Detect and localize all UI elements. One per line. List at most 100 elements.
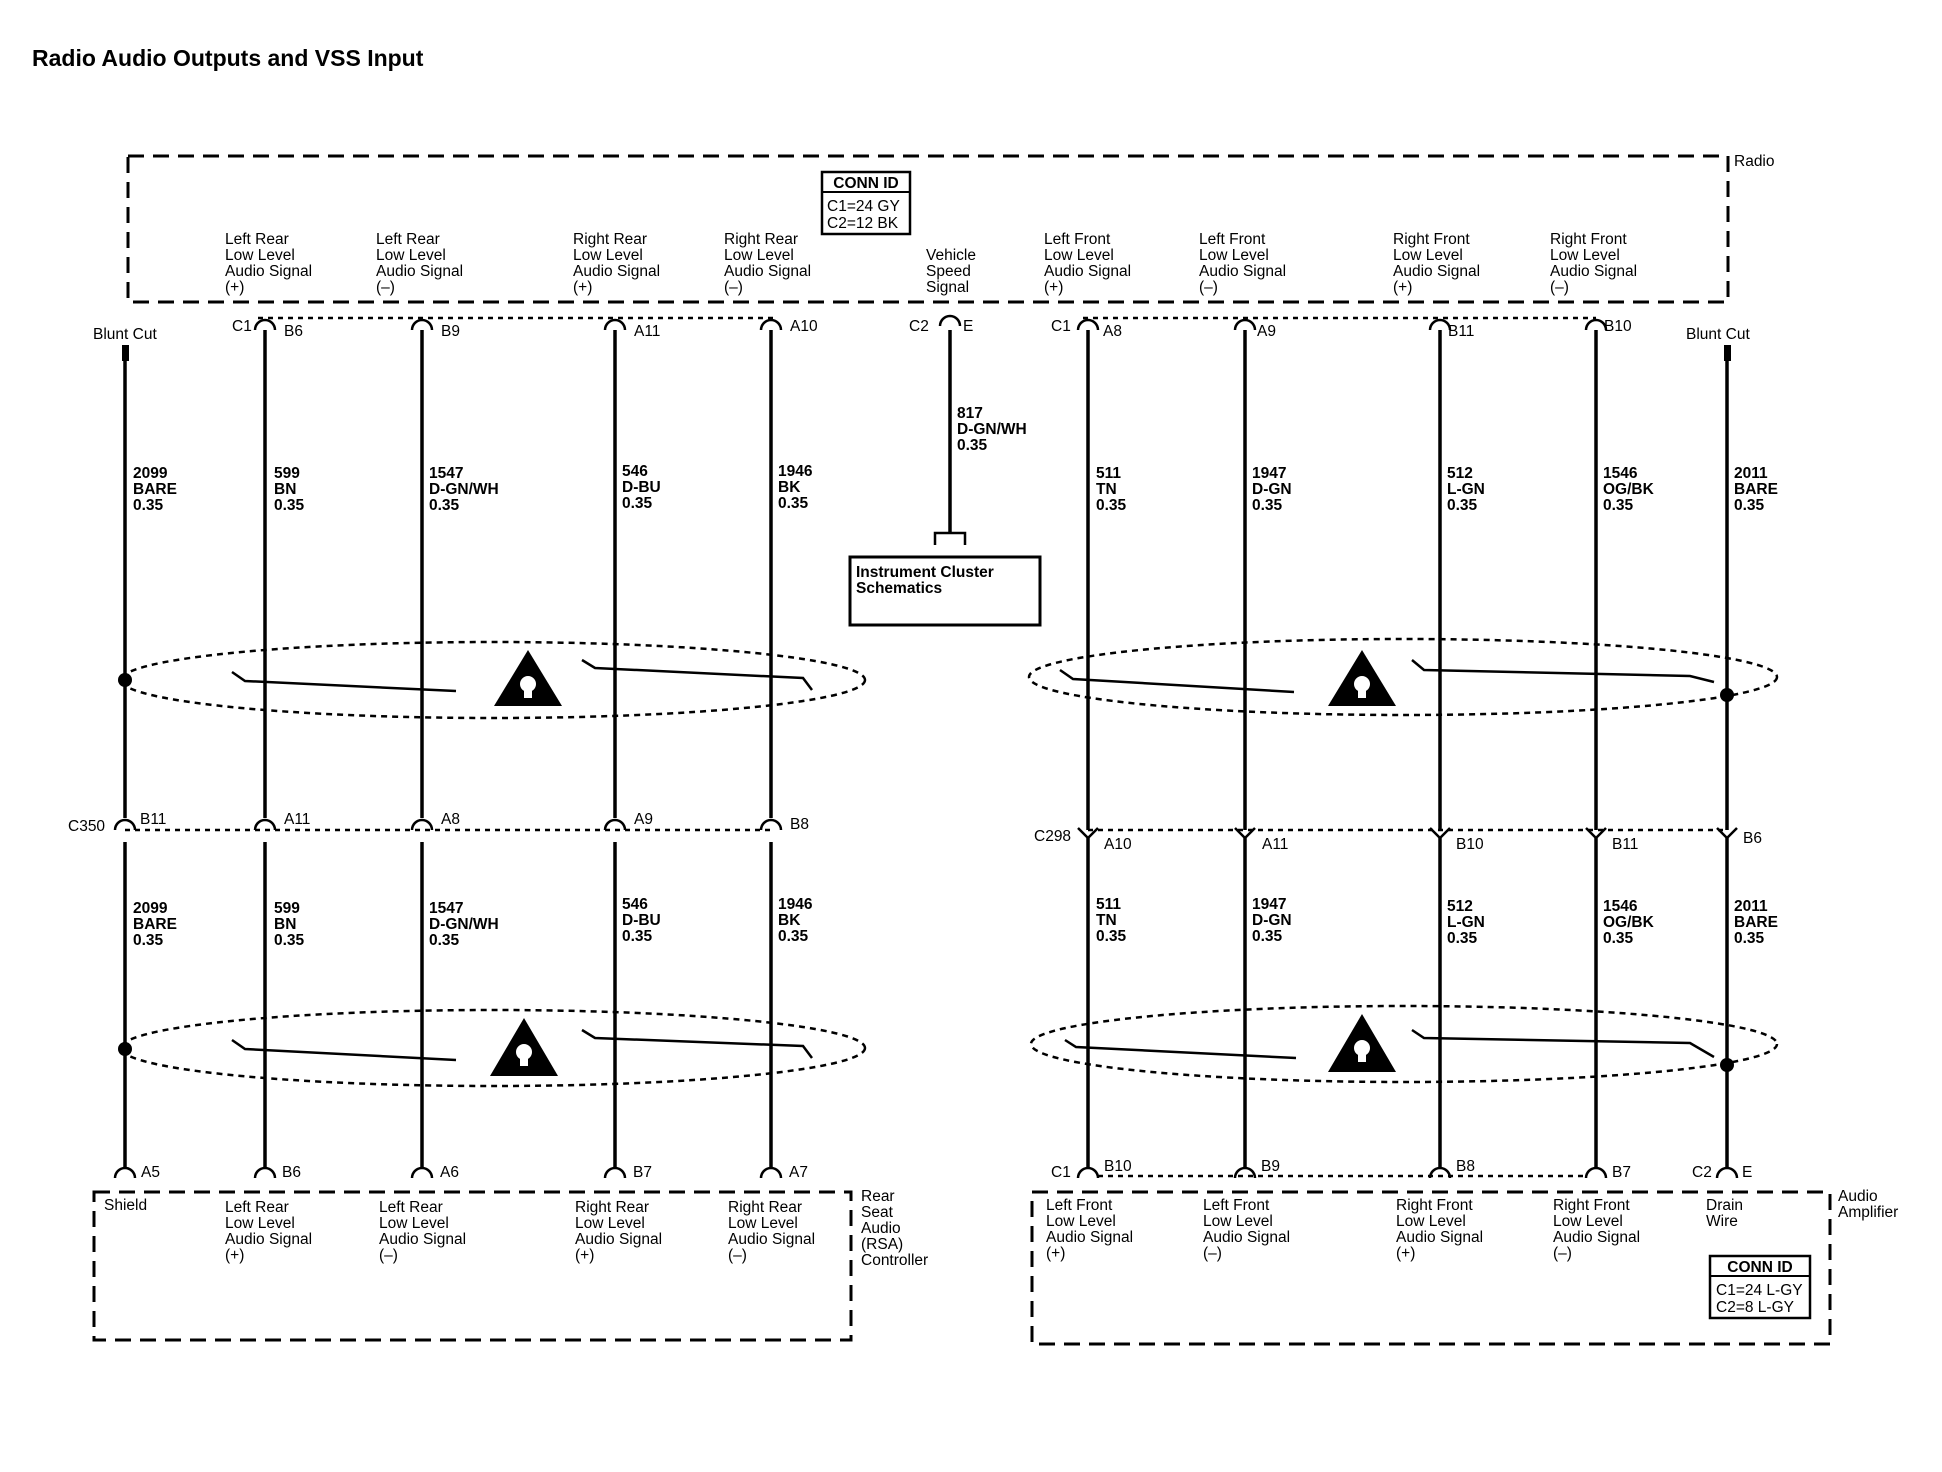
pin-label: A6 bbox=[440, 1164, 459, 1181]
wire-label-2099-upper: 2099 BARE 0.35 bbox=[133, 465, 177, 514]
svg-text:0.35: 0.35 bbox=[1603, 497, 1634, 514]
svg-text:BN: BN bbox=[274, 916, 296, 933]
svg-text:D-BU: D-BU bbox=[622, 912, 661, 929]
rsa-signal-right-rear-neg: Right Rear Low Level Audio Signal (–) bbox=[728, 1199, 815, 1264]
shield-front-upper bbox=[1027, 637, 1779, 717]
svg-text:Audio Signal: Audio Signal bbox=[724, 263, 811, 280]
svg-text:(+): (+) bbox=[225, 1247, 244, 1264]
svg-text:Left Rear: Left Rear bbox=[225, 1199, 289, 1216]
svg-text:1946: 1946 bbox=[778, 896, 813, 913]
svg-text:Left Rear: Left Rear bbox=[225, 231, 289, 248]
svg-text:511: 511 bbox=[1096, 465, 1121, 482]
rsa-controller-label: Rear Seat Audio (RSA) Controller bbox=[861, 1188, 928, 1269]
svg-text:0.35: 0.35 bbox=[133, 932, 164, 949]
amp-conn-id-line: C2=8 L-GY bbox=[1716, 1299, 1794, 1316]
rsa-signal-left-rear-neg: Left Rear Low Level Audio Signal (–) bbox=[379, 1199, 466, 1264]
svg-text:Low Level: Low Level bbox=[1203, 1213, 1273, 1230]
svg-text:Audio Signal: Audio Signal bbox=[1203, 1229, 1290, 1246]
pin-label: B6 bbox=[282, 1164, 301, 1181]
radio-signal-left-rear-pos: Left Rear Low Level Audio Signal (+) bbox=[225, 231, 312, 296]
svg-text:L-GN: L-GN bbox=[1447, 481, 1485, 498]
pin-label: A9 bbox=[1257, 323, 1276, 340]
wire-label-1547-lower: 1547 D-GN/WH 0.35 bbox=[429, 900, 499, 949]
pin-label: B10 bbox=[1104, 1158, 1132, 1175]
ref-connector-symbol bbox=[933, 531, 967, 545]
amp-connector-c2-label: C2 bbox=[1692, 1164, 1712, 1181]
svg-text:Low Level: Low Level bbox=[379, 1215, 449, 1232]
ref-box-line: Instrument Cluster bbox=[856, 564, 994, 581]
audio-amplifier-label: Audio Amplifier bbox=[1838, 1188, 1898, 1221]
svg-text:TN: TN bbox=[1096, 912, 1117, 929]
wire-label-1947-lower: 1947 D-GN 0.35 bbox=[1252, 896, 1292, 945]
wire-label-1546-upper: 1546 OG/BK 0.35 bbox=[1603, 465, 1655, 514]
blunt-cut-label: Blunt Cut bbox=[1686, 326, 1750, 343]
svg-text:(+): (+) bbox=[1393, 279, 1412, 296]
wire-label-512-upper: 512 L-GN 0.35 bbox=[1447, 465, 1485, 514]
pin-label: A9 bbox=[634, 811, 653, 828]
svg-text:0.35: 0.35 bbox=[622, 495, 653, 512]
wire-label-512-lower: 512 L-GN 0.35 bbox=[1447, 898, 1485, 947]
svg-text:0.35: 0.35 bbox=[622, 928, 653, 945]
svg-text:BK: BK bbox=[778, 912, 801, 929]
wire-label-2099-lower: 2099 BARE 0.35 bbox=[133, 900, 177, 949]
amp-signal-left-front-pos: Left Front Low Level Audio Signal (+) bbox=[1046, 1197, 1133, 1262]
svg-text:(+): (+) bbox=[575, 1247, 594, 1264]
svg-text:0.35: 0.35 bbox=[1096, 497, 1127, 514]
svg-text:Right Front: Right Front bbox=[1396, 1197, 1473, 1214]
pin-label: A11 bbox=[284, 811, 310, 828]
svg-text:0.35: 0.35 bbox=[133, 497, 164, 514]
pin-label: B9 bbox=[441, 323, 460, 340]
svg-text:Low Level: Low Level bbox=[1199, 247, 1269, 264]
svg-text:Seat: Seat bbox=[861, 1204, 894, 1221]
pin-label: B7 bbox=[633, 1164, 652, 1181]
c350-terminal-symbols bbox=[113, 818, 783, 831]
svg-text:Low Level: Low Level bbox=[1550, 247, 1620, 264]
amp-terminal-symbols bbox=[1076, 1166, 1739, 1179]
svg-text:Right Front: Right Front bbox=[1393, 231, 1470, 248]
svg-text:Low Level: Low Level bbox=[724, 247, 794, 264]
svg-text:Low Level: Low Level bbox=[225, 1215, 295, 1232]
blunt-cut-end bbox=[122, 345, 129, 361]
svg-text:0.35: 0.35 bbox=[274, 932, 305, 949]
rsa-signal-right-rear-pos: Right Rear Low Level Audio Signal (+) bbox=[575, 1199, 662, 1264]
svg-text:0.35: 0.35 bbox=[1447, 497, 1478, 514]
radio-conn-id-line: C2=12 BK bbox=[827, 215, 899, 232]
svg-text:1546: 1546 bbox=[1603, 465, 1638, 482]
svg-text:1947: 1947 bbox=[1252, 896, 1286, 913]
wire-label-546-lower: 546 D-BU 0.35 bbox=[622, 896, 661, 945]
wire-label-1546-lower: 1546 OG/BK 0.35 bbox=[1603, 898, 1655, 947]
rsa-controller-box bbox=[92, 1190, 853, 1342]
svg-text:1946: 1946 bbox=[778, 463, 813, 480]
instrument-cluster-ref-box[interactable]: Instrument Cluster Schematics bbox=[848, 555, 1042, 627]
svg-text:546: 546 bbox=[622, 896, 648, 913]
c350-label: C350 bbox=[68, 818, 105, 835]
svg-text:0.35: 0.35 bbox=[1447, 930, 1478, 947]
svg-text:OG/BK: OG/BK bbox=[1603, 481, 1655, 498]
wire-label-1947-upper: 1947 D-GN 0.35 bbox=[1252, 465, 1292, 514]
wire-label-817: 817 D-GN/WH 0.35 bbox=[957, 405, 1027, 454]
svg-text:Audio Signal: Audio Signal bbox=[575, 1231, 662, 1248]
svg-text:Right Rear: Right Rear bbox=[728, 1199, 802, 1216]
svg-text:Vehicle: Vehicle bbox=[926, 247, 976, 264]
svg-text:Low Level: Low Level bbox=[1396, 1213, 1466, 1230]
svg-text:(–): (–) bbox=[1199, 279, 1218, 296]
svg-text:BARE: BARE bbox=[1734, 481, 1778, 498]
wire-label-599-upper: 599 BN 0.35 bbox=[274, 465, 305, 514]
svg-text:BARE: BARE bbox=[133, 916, 177, 933]
svg-text:(RSA): (RSA) bbox=[861, 1236, 903, 1253]
svg-text:Audio Signal: Audio Signal bbox=[225, 1231, 312, 1248]
amp-connector-c1-label: C1 bbox=[1051, 1164, 1071, 1181]
pin-label: B11 bbox=[1612, 836, 1638, 853]
svg-text:OG/BK: OG/BK bbox=[1603, 914, 1655, 931]
svg-text:Left Front: Left Front bbox=[1046, 1197, 1113, 1214]
svg-text:546: 546 bbox=[622, 463, 648, 480]
svg-text:0.35: 0.35 bbox=[429, 932, 460, 949]
svg-text:(–): (–) bbox=[728, 1247, 747, 1264]
radio-label: Radio bbox=[1734, 153, 1775, 170]
svg-text:D-GN/WH: D-GN/WH bbox=[429, 481, 499, 498]
pin-label: B9 bbox=[1261, 1158, 1280, 1175]
pin-label: A5 bbox=[141, 1164, 160, 1181]
c298-label: C298 bbox=[1034, 828, 1071, 845]
wire-label-511-lower: 511 TN 0.35 bbox=[1096, 896, 1127, 945]
pin-label: B7 bbox=[1612, 1164, 1631, 1181]
